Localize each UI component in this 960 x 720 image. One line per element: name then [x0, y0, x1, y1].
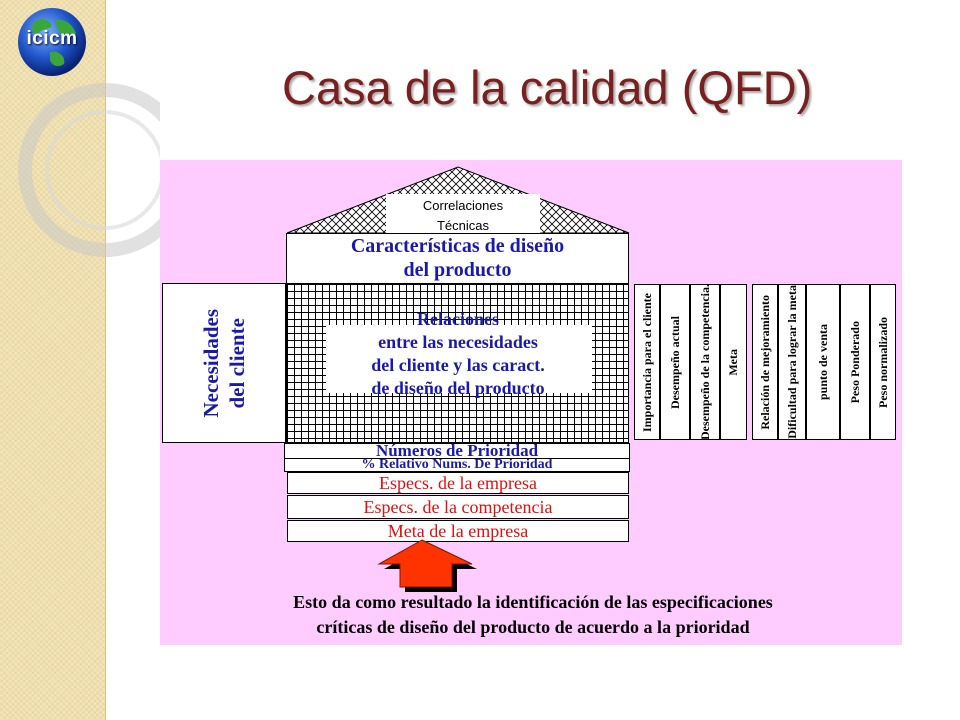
result-line-2: críticas de diseño del producto de acuer… — [316, 617, 750, 637]
relations-line-1: Relaciones — [417, 309, 499, 329]
relations-line-4: de diseño del producto — [371, 378, 545, 398]
priority-numbers-row: Números de Prioridad — [284, 443, 630, 459]
competition-specs-row: Especs. de la competencia — [287, 495, 629, 519]
column-goal: Meta — [720, 284, 747, 440]
result-statement: Esto da como resultado la identificación… — [170, 590, 896, 640]
decorative-circles — [18, 83, 160, 257]
company-specs-row: Especs. de la empresa — [287, 472, 629, 494]
relations-line-3: del cliente y las caract. — [371, 355, 545, 375]
relations-line-2: entre las necesidades — [378, 332, 538, 352]
relations-text: Relaciones entre las necesidades del cli… — [300, 308, 616, 400]
result-line-1: Esto da como resultado la identificación… — [293, 592, 773, 612]
logo-text: icicm — [26, 28, 78, 49]
column-weighted-score: Peso Ponderado — [840, 284, 870, 440]
decorative-sidebar — [0, 0, 106, 720]
competition-specs-label: Especs. de la competencia — [363, 496, 553, 517]
column-current-performance: Desempeño actual — [660, 284, 690, 440]
upward-arrow-icon — [377, 539, 477, 592]
company-goal-row: Meta de la empresa — [287, 520, 629, 542]
relations-label — [326, 325, 592, 393]
column-customer-importance: Importancia para el cliente — [634, 284, 660, 440]
column-goal-difficulty: Dificultad para lograr la meta — [778, 284, 806, 440]
customer-needs: Necesidades del cliente — [162, 283, 286, 443]
priority-numbers-label: Números de Prioridad — [375, 443, 539, 459]
company-goal-label: Meta de la empresa — [387, 520, 529, 541]
design-characteristics-line-2: del producto — [403, 259, 512, 281]
design-characteristics-line-1: Características de diseño — [350, 235, 565, 257]
column-improvement-ratio: Relación de mejoramiento — [752, 284, 778, 440]
slide-title: Casa de la calidad (QFD) — [282, 61, 813, 114]
customer-needs-line-1: Necesidades — [199, 308, 223, 418]
roof-label-line-2: Técnicas — [436, 218, 490, 233]
relative-priority-label: % Relativo Nums. De Prioridad — [361, 458, 553, 472]
globe-logo-icon — [18, 8, 86, 76]
column-selling-point: punto de venta — [806, 284, 840, 440]
roof-label: Correlaciones Técnicas — [386, 194, 540, 236]
roof-label-line-1: Correlaciones — [422, 198, 504, 213]
column-competition-performance: Desempeño de la competencia. — [690, 284, 720, 440]
company-specs-label: Especs. de la empresa — [379, 472, 537, 493]
customer-needs-line-2: del cliente — [225, 317, 249, 409]
design-characteristics: Características de diseño del producto — [286, 233, 629, 284]
column-normalized-weight: Peso normalizado — [870, 284, 896, 440]
relative-priority-row: % Relativo Nums. De Prioridad — [284, 458, 630, 472]
